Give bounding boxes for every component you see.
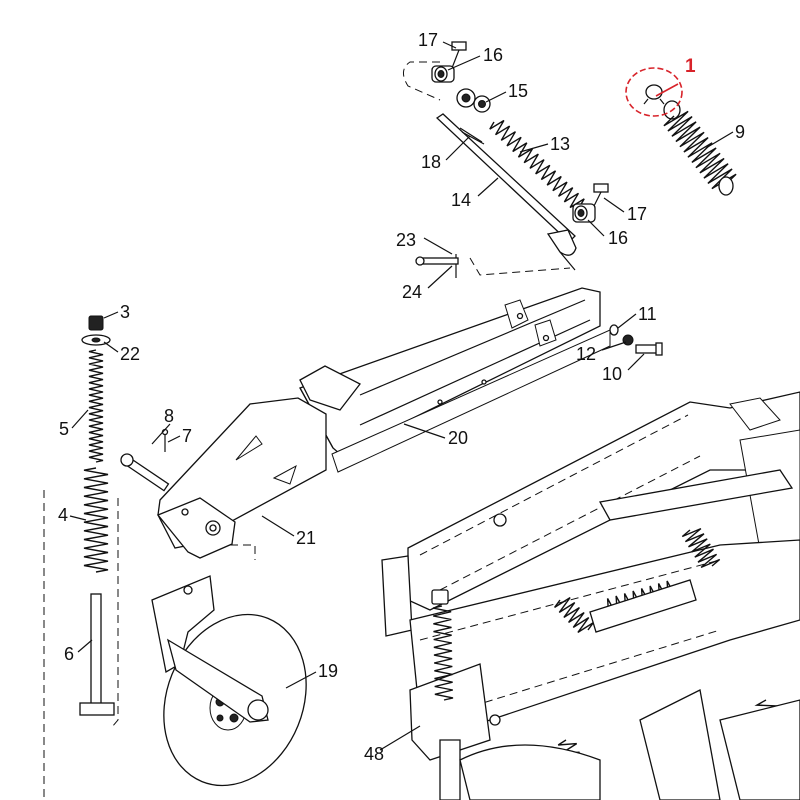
label-part-8: 8 xyxy=(164,406,174,426)
fasteners-10-12 xyxy=(609,324,663,356)
label-part-22: 22 xyxy=(120,344,140,364)
label-part-17-top: 17 xyxy=(418,30,438,50)
spring-arm-assembly xyxy=(403,41,609,271)
bolt-17-top xyxy=(451,41,467,69)
part-labels: 17 16 15 13 18 14 17 16 9 1 23 24 11 12 … xyxy=(58,30,745,764)
spring-column xyxy=(43,315,119,800)
spring-4 xyxy=(83,467,109,573)
label-part-17-right: 17 xyxy=(627,204,647,224)
cotter-pin-18 xyxy=(459,127,485,145)
label-part-10: 10 xyxy=(602,364,622,384)
label-part-21: 21 xyxy=(296,528,316,548)
pins-23-24 xyxy=(415,254,571,278)
label-part-48: 48 xyxy=(364,744,384,764)
label-part-13: 13 xyxy=(550,134,570,154)
label-part-7: 7 xyxy=(182,426,192,446)
label-part-15: 15 xyxy=(508,81,528,101)
leader-lines xyxy=(69,41,734,751)
spring-9-assembly xyxy=(625,67,737,196)
bushing-16-bottom xyxy=(572,203,596,223)
clip-part-1 xyxy=(643,84,665,105)
beam-20 xyxy=(299,287,611,473)
label-part-4: 4 xyxy=(58,505,68,525)
spring-13 xyxy=(489,119,585,209)
label-part-19: 19 xyxy=(318,661,338,681)
highlight-circle xyxy=(625,67,683,117)
label-part-9: 9 xyxy=(735,122,745,142)
washer-22 xyxy=(81,334,111,346)
label-part-16-top: 16 xyxy=(483,45,503,65)
bushing-16-top xyxy=(431,65,455,83)
label-part-18: 18 xyxy=(421,152,441,172)
label-part-24: 24 xyxy=(402,282,422,302)
label-part-23: 23 xyxy=(396,230,416,250)
disc-19 xyxy=(151,575,307,787)
nut-15 xyxy=(456,88,491,113)
machine-frame xyxy=(381,391,800,800)
spring-5 xyxy=(88,349,104,463)
label-part-1-highlight: 1 xyxy=(685,56,696,77)
label-part-16-bottom: 16 xyxy=(608,228,628,248)
label-part-12: 12 xyxy=(576,344,596,364)
bolt-17-right xyxy=(592,183,609,209)
label-part-5: 5 xyxy=(59,419,69,439)
label-part-3: 3 xyxy=(120,302,130,322)
pin-8 xyxy=(120,453,170,492)
nut-3 xyxy=(88,315,104,331)
label-part-6: 6 xyxy=(64,644,74,664)
label-part-14: 14 xyxy=(451,190,471,210)
label-part-20: 20 xyxy=(448,428,468,448)
spring-rod-14 xyxy=(435,113,577,271)
highlight-leader xyxy=(655,83,679,97)
label-part-11: 11 xyxy=(638,304,657,324)
rod-6 xyxy=(79,593,115,716)
frame-21 xyxy=(156,365,361,560)
pin-7 xyxy=(161,428,169,452)
